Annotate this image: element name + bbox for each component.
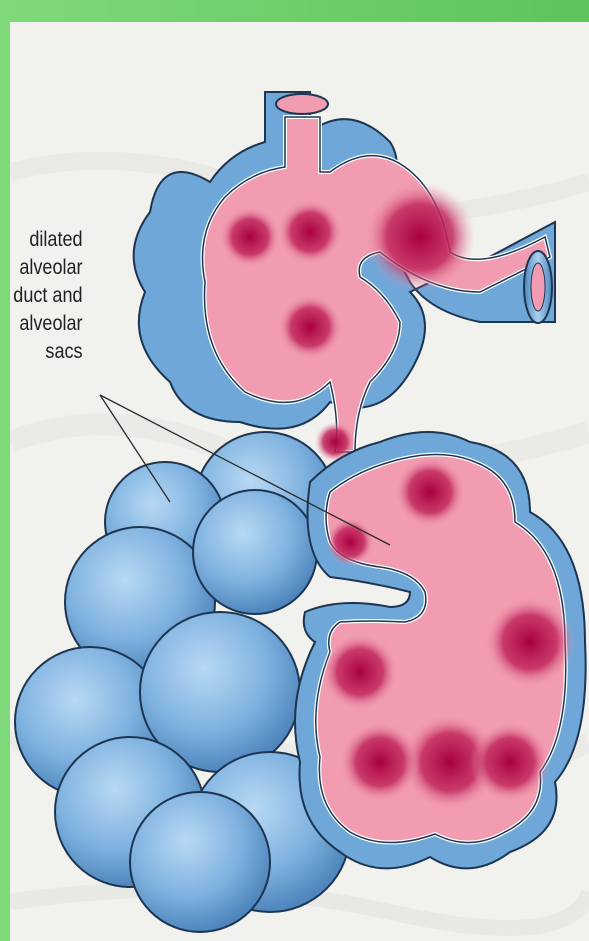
label-line-3: duct and [14, 282, 83, 310]
lower-dilated-sac [295, 432, 586, 868]
label-dilated-alveolar-duct-and-sacs: dilated alveolar duct and alveolar sacs [14, 226, 83, 366]
label-line-2: alveolar [14, 254, 83, 282]
label-line-4: alveolar [14, 310, 83, 338]
upper-sac [134, 92, 555, 462]
label-line-1: dilated [14, 226, 83, 254]
diagram-panel: dilated alveolar duct and alveolar sacs [10, 22, 589, 941]
alveolar-sac-illustration [10, 22, 589, 941]
label-line-5: sacs [14, 338, 83, 366]
